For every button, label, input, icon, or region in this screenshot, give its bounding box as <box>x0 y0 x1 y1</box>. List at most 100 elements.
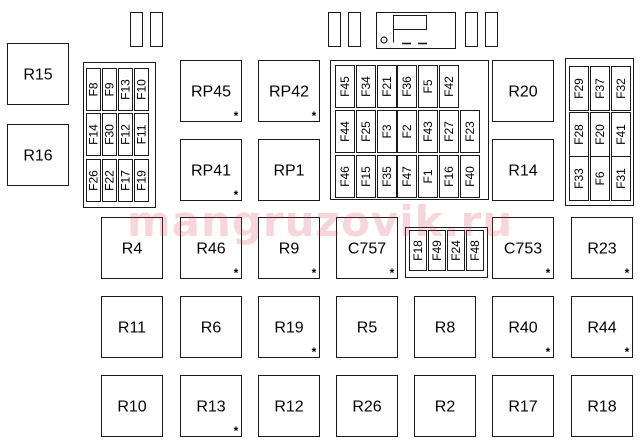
fuse-f26: F26 <box>86 159 101 202</box>
relay-r6: R6 <box>180 296 242 358</box>
fuse-f8: F8 <box>86 68 101 111</box>
relay-marker: * <box>546 266 551 280</box>
fuse-slot <box>118 113 133 156</box>
fuse-label: F33 <box>572 168 586 189</box>
relay-rp41: RP41* <box>180 139 242 202</box>
relay-rp1: RP1 <box>258 139 320 201</box>
fuse-label: F10 <box>135 79 149 100</box>
relay-box <box>492 296 554 358</box>
relay-box <box>258 375 320 437</box>
relay-r19: R19* <box>258 296 320 359</box>
connector-housing <box>376 12 456 49</box>
relay-box <box>258 217 320 279</box>
relay-label: R18 <box>587 399 616 416</box>
fuse-f22: F22 <box>102 159 117 202</box>
relay-r17: R17 <box>492 375 554 437</box>
relay-label: R46 <box>196 241 225 258</box>
fuse-slot <box>397 65 417 108</box>
fuse-label: F15 <box>359 166 373 187</box>
fuse-slot <box>335 65 355 108</box>
fuse-f34: F34 <box>356 65 376 108</box>
fuse-slot <box>439 155 459 198</box>
fuse-slot <box>418 155 438 198</box>
fuse-label: F8 <box>87 82 101 96</box>
relay-box <box>492 60 554 122</box>
relay-marker: * <box>312 266 317 280</box>
relay-box <box>101 217 163 279</box>
fuse-label: F49 <box>430 240 444 261</box>
relay-r23: R23* <box>571 217 633 280</box>
fuse-slot <box>418 110 438 153</box>
fuse-label: F26 <box>87 170 101 191</box>
fuse-slot <box>569 156 589 201</box>
relay-label: R10 <box>117 399 146 416</box>
fuse-slot <box>460 155 480 198</box>
fuse-label: F28 <box>572 124 586 145</box>
fuse-label: F13 <box>119 79 133 100</box>
relay-r20: R20 <box>492 60 554 122</box>
relay-box <box>7 43 69 105</box>
relay-box <box>336 296 398 358</box>
fuse-label: F18 <box>411 240 425 261</box>
fuse-label: F23 <box>463 121 477 142</box>
relay-label: R11 <box>118 320 146 337</box>
relay-r10: R10 <box>101 375 163 437</box>
relay-label: R13 <box>196 399 225 416</box>
relay-r44: R44* <box>571 296 633 359</box>
relay-box <box>180 139 242 201</box>
fuse-label: F9 <box>103 82 117 96</box>
relay-box <box>414 375 476 437</box>
relay-label: R2 <box>435 399 456 416</box>
fuse-f23: F23 <box>460 110 480 153</box>
fuse-f33: F33 <box>569 156 589 201</box>
fuse-label: F48 <box>468 240 482 261</box>
fuse-label: F5 <box>421 79 435 93</box>
fuse-f9: F9 <box>102 68 117 111</box>
fuse-slot <box>590 66 610 111</box>
relay-box <box>571 217 633 279</box>
connector-pair-1 <box>130 12 163 47</box>
fuse-f48: F48 <box>466 230 484 271</box>
relay-box <box>492 217 554 279</box>
relay-box <box>414 296 476 358</box>
fuse-f19: F19 <box>134 159 149 202</box>
fuse-f46: F46 <box>335 155 355 198</box>
fuse-label: F37 <box>593 78 607 99</box>
fuse-f40: F40 <box>460 155 480 198</box>
relay-box <box>101 375 163 437</box>
relay-marker: * <box>546 345 551 359</box>
fuse-f2: F2 <box>397 110 417 153</box>
fuse-f11: F11 <box>134 113 149 156</box>
fuse-label: F35 <box>380 166 394 187</box>
fuse-f44: F44 <box>335 110 355 153</box>
relay-box <box>101 296 163 358</box>
relay-r11: R11 <box>101 296 163 358</box>
relay-label: R40 <box>508 320 537 337</box>
fuse-label: F46 <box>338 166 352 187</box>
connector-slot <box>465 12 478 47</box>
relay-label: R6 <box>201 320 222 337</box>
fuse-label: F25 <box>359 121 373 142</box>
relay-label: R15 <box>23 67 52 84</box>
fuse-f36: F36 <box>397 65 417 108</box>
fuse-label: F24 <box>449 240 463 261</box>
relay-rp42: RP42* <box>258 60 320 123</box>
relay-box <box>7 124 69 186</box>
fuse-f29: F29 <box>569 66 589 111</box>
relay-r14: R14 <box>492 139 554 201</box>
relay-r8: R8 <box>414 296 476 358</box>
relay-label: C753 <box>504 241 542 258</box>
fuse-slot <box>356 155 376 198</box>
fuse-slot <box>102 113 117 156</box>
fuse-slot <box>118 68 133 111</box>
connector-slot <box>485 12 498 47</box>
fuse-label: F11 <box>135 124 149 144</box>
fuse-slot <box>460 110 480 153</box>
fuse-slot <box>569 66 589 111</box>
fuse-slot <box>439 65 459 108</box>
relay-marker: * <box>390 266 395 280</box>
relay-label: R23 <box>587 241 616 258</box>
fuse-f14: F14 <box>86 113 101 156</box>
relay-box <box>492 139 554 201</box>
connector-slot <box>348 12 361 47</box>
